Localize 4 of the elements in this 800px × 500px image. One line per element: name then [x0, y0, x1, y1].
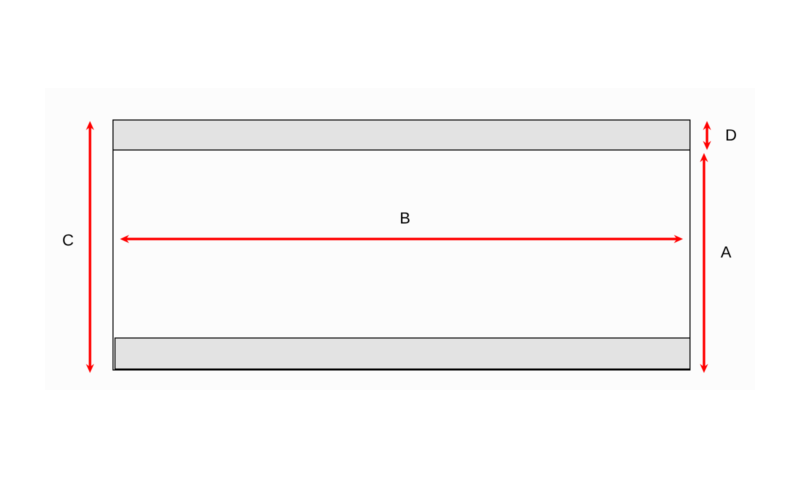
dimension-label: D [726, 130, 736, 140]
dimension-label: C [63, 234, 74, 246]
dimension-label: A [720, 246, 732, 258]
dimension-label: B [400, 212, 410, 224]
